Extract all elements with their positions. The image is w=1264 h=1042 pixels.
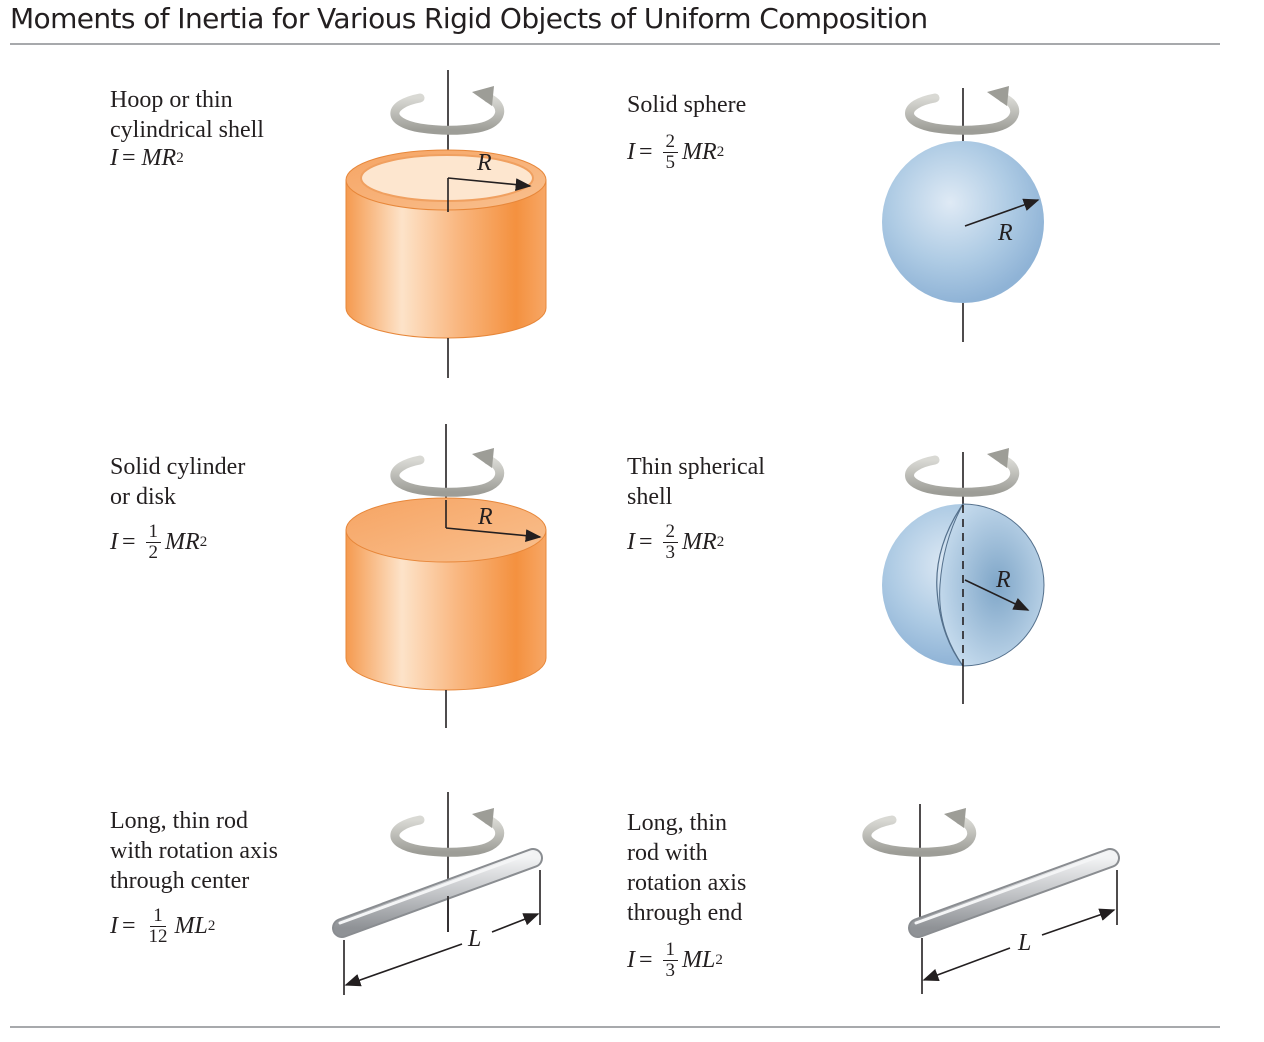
radius-label: R	[997, 220, 1013, 246]
rod-end-name-line: rod with	[627, 840, 708, 866]
rod-end-figure: L	[862, 804, 1120, 994]
formula-equals: =	[639, 528, 653, 555]
solid-cylinder-name-line: Solid cylinder	[110, 454, 246, 480]
rotation-arrow-icon	[905, 448, 1020, 497]
formula-lhs: I	[627, 946, 635, 973]
formula-lhs: I	[110, 144, 118, 171]
formula-mass: M	[682, 946, 703, 973]
formula-dimension: R	[185, 528, 200, 555]
rod-end-name-line: Long, thin	[627, 810, 727, 836]
formula-equals: =	[639, 138, 653, 165]
rod-center-name: Long, thin rod with rotation axis throug…	[110, 806, 278, 896]
spherical-shell-name-line: shell	[627, 484, 673, 510]
rotation-arrow-icon	[390, 448, 505, 497]
formula-exponent: 2	[716, 143, 725, 160]
formula-equals: =	[122, 528, 136, 555]
top-divider	[10, 43, 1220, 45]
formula-lhs: I	[110, 912, 118, 939]
fraction-denominator: 12	[148, 925, 168, 947]
fraction-numerator: 1	[662, 939, 679, 961]
formula-exponent: 2	[199, 533, 208, 550]
solid-cylinder-figure: R	[345, 424, 547, 728]
spherical-shell-name: Thin spherical shell	[627, 452, 765, 512]
formula-equals: =	[122, 912, 136, 939]
formula-dimension: L	[702, 946, 716, 973]
formula-exponent: 2	[716, 533, 725, 550]
rotation-arrow-icon	[390, 86, 505, 135]
rod-center-figure: L	[332, 792, 543, 995]
fraction-numerator: 2	[662, 131, 679, 153]
formula-mass: M	[141, 144, 162, 171]
rod-end-name-line: through end	[627, 900, 743, 926]
rod-end-name-line: rotation axis	[627, 870, 747, 896]
hoop-name: Hoop or thin cylindrical shell	[110, 85, 264, 145]
formula-mass: M	[165, 528, 186, 555]
solid-cylinder-name: Solid cylinder or disk	[110, 452, 245, 512]
fraction-denominator: 3	[665, 541, 676, 563]
formula-mass: M	[682, 528, 703, 555]
fraction-denominator: 3	[665, 959, 676, 981]
formula-lhs: I	[110, 528, 118, 555]
length-label: L	[1017, 930, 1031, 956]
length-label: L	[467, 926, 481, 952]
rod-center-name-line: through center	[110, 868, 250, 894]
formula-dimension: L	[194, 912, 208, 939]
solid-sphere-name-line: Solid sphere	[627, 92, 747, 118]
formula-exponent: 2	[176, 149, 184, 166]
formula-lhs: I	[627, 138, 635, 165]
spherical-shell-figure: R	[882, 448, 1045, 704]
formula-mass: M	[174, 912, 195, 939]
formula-dimension: R	[702, 528, 717, 555]
formula-exponent: 2	[207, 917, 216, 934]
hoop-name-line: cylindrical shell	[110, 117, 264, 143]
formula-mass: M	[682, 138, 703, 165]
spherical-shell-name-line: Thin spherical	[627, 454, 765, 480]
formula-exponent: 2	[715, 951, 723, 968]
fraction-numerator: 1	[150, 905, 166, 927]
fraction-denominator: 5	[665, 151, 676, 173]
rod-center-name-line: with rotation axis	[110, 838, 278, 864]
formula-dimension: R	[161, 144, 177, 171]
rotation-arrow-icon	[390, 808, 505, 857]
rod-end-name: Long, thin rod with rotation axis throug…	[627, 808, 746, 928]
solid-sphere-name: Solid sphere	[627, 90, 746, 120]
solid-sphere-figure: R	[882, 86, 1044, 342]
page-title: Moments of Inertia for Various Rigid Obj…	[10, 2, 928, 35]
formula-lhs: I	[627, 528, 635, 555]
bottom-divider	[10, 1026, 1220, 1028]
fraction-denominator: 2	[148, 541, 159, 563]
hoop-name-line: Hoop or thin	[110, 87, 233, 113]
hoop-figure: R	[345, 70, 547, 378]
formula-dimension: R	[702, 138, 717, 165]
rod-center-name-line: Long, thin rod	[110, 808, 248, 834]
formula-equals: =	[122, 144, 136, 171]
radius-label: R	[477, 504, 493, 530]
radius-label: R	[995, 567, 1011, 593]
rotation-arrow-icon	[862, 808, 977, 857]
radius-label: R	[476, 150, 492, 176]
solid-cylinder-name-line: or disk	[110, 484, 176, 510]
fraction-numerator: 1	[145, 521, 162, 543]
fraction-numerator: 2	[662, 521, 679, 543]
formula-equals: =	[639, 946, 653, 973]
rotation-arrow-icon	[905, 86, 1020, 135]
